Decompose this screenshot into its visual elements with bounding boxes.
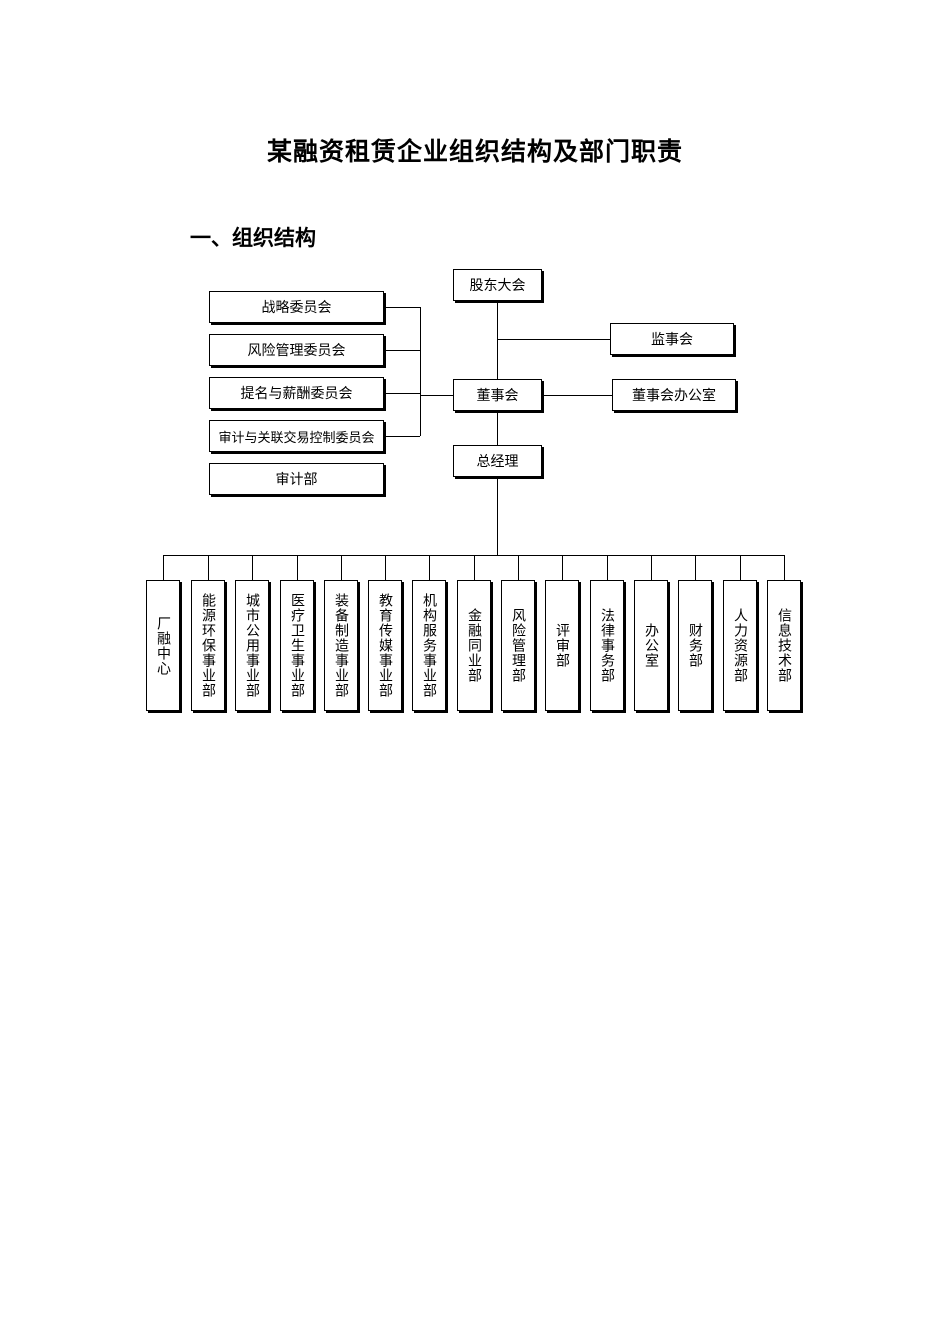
department-label: 法律事务部 [599, 608, 615, 683]
department-label: 金融同业部 [466, 608, 482, 683]
board-box: 董事会 [453, 379, 542, 411]
connector-line [562, 555, 563, 580]
committee-label: 风险管理委员会 [247, 343, 346, 359]
connector-line [208, 555, 209, 580]
connector-line [497, 410, 498, 445]
department-label: 信息技术部 [776, 608, 792, 683]
connector-line [420, 307, 421, 436]
committee-label: 战略委员会 [261, 300, 332, 316]
board-label: 董事会 [476, 388, 519, 404]
committee-box: 战略委员会 [209, 291, 384, 323]
connector-line [497, 339, 610, 340]
department-box: 机构服务事业部 [412, 580, 446, 711]
committee-label: 审计与关联交易控制委员会 [218, 430, 375, 446]
board-office-label: 董事会办公室 [632, 388, 716, 404]
connector-line [384, 393, 420, 394]
connector-line [420, 395, 453, 396]
connector-line [784, 555, 785, 580]
audit-dept-label: 审计部 [275, 472, 318, 488]
connector-line [497, 477, 498, 555]
department-label: 财务部 [687, 623, 703, 668]
connector-line [252, 555, 253, 580]
department-label: 装备制造事业部 [333, 593, 349, 698]
department-box: 人力资源部 [723, 580, 757, 711]
connector-line [384, 436, 420, 437]
connector-line [607, 555, 608, 580]
board-office-box: 董事会办公室 [612, 379, 736, 411]
connector-line [542, 395, 612, 396]
department-box: 信息技术部 [767, 580, 801, 711]
department-box: 厂融中心 [146, 580, 180, 711]
supervisory-board-box: 监事会 [610, 323, 734, 355]
department-box: 办公室 [634, 580, 668, 711]
section-heading: 一、组织结构 [190, 225, 316, 250]
committee-box: 风险管理委员会 [209, 334, 384, 366]
connector-line [740, 555, 741, 580]
connector-line [384, 350, 420, 351]
department-label: 厂融中心 [155, 615, 171, 676]
department-box: 评审部 [545, 580, 579, 711]
connector-line [163, 555, 164, 580]
department-box: 金融同业部 [457, 580, 491, 711]
supervisory-board-label: 监事会 [651, 332, 693, 348]
department-label: 人力资源部 [732, 608, 748, 683]
department-label: 能源环保事业部 [200, 593, 216, 698]
connector-line [497, 300, 498, 380]
committee-box: 审计与关联交易控制委员会 [209, 420, 384, 452]
committee-label: 提名与薪酬委员会 [240, 386, 353, 402]
department-box: 装备制造事业部 [324, 580, 358, 711]
connector-line [651, 555, 652, 580]
department-box: 财务部 [678, 580, 712, 711]
department-box: 法律事务部 [590, 580, 624, 711]
shareholders-box: 股东大会 [453, 269, 542, 301]
document-title: 某融资租赁企业组织结构及部门职责 [266, 137, 683, 166]
department-label: 城市公用事业部 [244, 593, 260, 698]
connector-line [518, 555, 519, 580]
department-box: 教育传媒事业部 [368, 580, 402, 711]
department-label: 风险管理部 [510, 608, 526, 683]
department-box: 医疗卫生事业部 [280, 580, 314, 711]
general-manager-label: 总经理 [476, 454, 519, 470]
connector-line [474, 555, 475, 580]
connector-line [695, 555, 696, 580]
department-label: 机构服务事业部 [421, 593, 437, 698]
connector-line [385, 555, 386, 580]
committee-box: 提名与薪酬委员会 [209, 377, 384, 409]
general-manager-box: 总经理 [453, 445, 542, 477]
department-label: 教育传媒事业部 [377, 593, 393, 698]
department-box: 风险管理部 [501, 580, 535, 711]
connector-line [297, 555, 298, 580]
connector-line [341, 555, 342, 580]
department-label: 办公室 [643, 623, 659, 668]
department-label: 医疗卫生事业部 [289, 593, 305, 698]
connector-line [384, 307, 420, 308]
department-box: 能源环保事业部 [191, 580, 225, 711]
audit-dept-box: 审计部 [209, 463, 384, 495]
department-box: 城市公用事业部 [235, 580, 269, 711]
department-label: 评审部 [554, 623, 570, 668]
connector-line [429, 555, 430, 580]
shareholders-label: 股东大会 [469, 278, 526, 294]
